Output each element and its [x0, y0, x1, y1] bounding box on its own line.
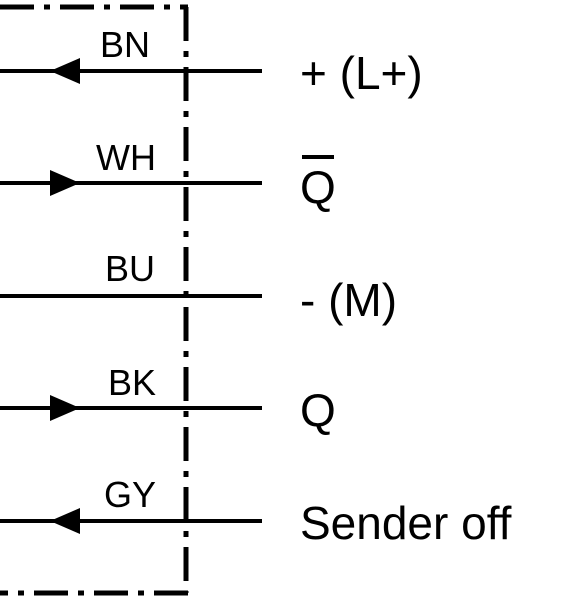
wire-row-bk: BK Q [0, 362, 336, 436]
wire-code: WH [96, 137, 156, 178]
pin-label: Sender off [300, 497, 512, 549]
arrow-right-icon [50, 170, 80, 196]
wire-code: BU [105, 248, 155, 289]
wire-code: BN [100, 24, 150, 65]
arrow-left-icon [50, 58, 80, 84]
pin-label: - (M) [300, 274, 397, 326]
wire-row-bu: BU - (M) [0, 248, 397, 326]
wire-row-bn: BN + (L+) [0, 24, 423, 99]
pin-label: Q [300, 384, 336, 436]
arrow-right-icon [50, 395, 80, 421]
wire-code: BK [108, 362, 156, 403]
wire-row-wh: WH Q [0, 137, 336, 213]
arrow-left-icon [50, 508, 80, 534]
wire-code: GY [104, 474, 156, 515]
wire-row-gy: GY Sender off [0, 474, 512, 549]
pin-label: Q [300, 161, 336, 213]
pin-label: + (L+) [300, 47, 423, 99]
